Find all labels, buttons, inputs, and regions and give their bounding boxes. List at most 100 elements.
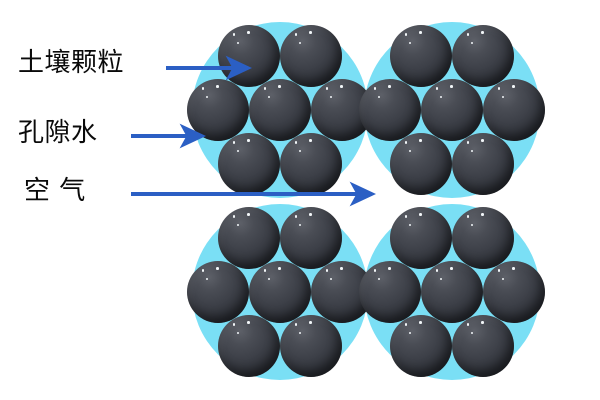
sphere-highlight (512, 85, 515, 88)
sphere-highlight (481, 321, 484, 324)
sphere-highlight (263, 269, 267, 272)
sphere-highlight (294, 141, 298, 144)
sphere-highlight (294, 33, 298, 36)
sphere-highlight (419, 213, 422, 216)
soil-particle-sphere (390, 315, 452, 377)
sphere-highlight (404, 141, 408, 144)
soil-particle-sphere (452, 207, 514, 269)
soil-particle-sphere (390, 207, 452, 269)
sphere-highlight (232, 323, 236, 326)
label-pore-water: 孔隙水 (18, 118, 98, 148)
soil-particle-sphere (452, 133, 514, 195)
sphere-highlight (466, 215, 470, 218)
sphere-highlight (325, 87, 329, 90)
sphere-highlight (298, 332, 301, 335)
sphere-highlight (216, 267, 219, 270)
sphere-highlight (232, 141, 236, 144)
sphere-highlight (298, 150, 301, 153)
sphere-highlight (236, 332, 239, 335)
sphere-highlight (466, 33, 470, 36)
soil-particle-sphere (483, 261, 545, 323)
soil-particle-sphere (280, 315, 342, 377)
soil-particle-sphere (280, 25, 342, 87)
sphere-highlight (216, 85, 219, 88)
sphere-highlight (298, 42, 301, 45)
sphere-highlight (236, 42, 239, 45)
sphere-highlight (236, 224, 239, 227)
sphere-highlight (236, 150, 239, 153)
sphere-highlight (247, 139, 250, 142)
soil-particle-sphere (421, 79, 483, 141)
sphere-highlight (201, 269, 205, 272)
sphere-highlight (205, 278, 208, 281)
label-soil-particle: 土壤颗粒 (18, 48, 125, 78)
sphere-highlight (263, 87, 267, 90)
soil-particle-sphere (280, 133, 342, 195)
sphere-highlight (325, 269, 329, 272)
sphere-highlight (388, 85, 391, 88)
sphere-highlight (481, 139, 484, 142)
sphere-highlight (373, 87, 377, 90)
sphere-highlight (340, 267, 343, 270)
sphere-highlight (419, 31, 422, 34)
sphere-highlight (470, 150, 473, 153)
sphere-highlight (481, 31, 484, 34)
sphere-highlight (404, 33, 408, 36)
sphere-highlight (377, 96, 380, 99)
sphere-highlight (470, 332, 473, 335)
sphere-highlight (232, 33, 236, 36)
sphere-highlight (408, 224, 411, 227)
sphere-highlight (404, 323, 408, 326)
soil-particle-sphere (390, 133, 452, 195)
sphere-highlight (247, 321, 250, 324)
sphere-highlight (329, 278, 332, 281)
sphere-highlight (481, 213, 484, 216)
sphere-highlight (435, 269, 439, 272)
sphere-highlight (309, 139, 312, 142)
sphere-highlight (419, 139, 422, 142)
soil-particle-sphere (249, 79, 311, 141)
sphere-highlight (278, 85, 281, 88)
sphere-highlight (450, 85, 453, 88)
sphere-highlight (329, 96, 332, 99)
sphere-highlight (470, 224, 473, 227)
sphere-highlight (435, 87, 439, 90)
sphere-highlight (512, 267, 515, 270)
sphere-highlight (388, 267, 391, 270)
sphere-highlight (501, 278, 504, 281)
sphere-highlight (267, 96, 270, 99)
soil-particle-sphere (280, 207, 342, 269)
sphere-highlight (309, 31, 312, 34)
sphere-highlight (201, 87, 205, 90)
sphere-highlight (497, 87, 501, 90)
soil-particle-sphere (452, 25, 514, 87)
sphere-highlight (377, 278, 380, 281)
soil-particle-sphere (359, 261, 421, 323)
sphere-highlight (470, 42, 473, 45)
sphere-highlight (309, 213, 312, 216)
soil-particle-sphere (187, 79, 249, 141)
soil-particle-sphere (359, 79, 421, 141)
sphere-highlight (232, 215, 236, 218)
sphere-highlight (309, 321, 312, 324)
sphere-highlight (373, 269, 377, 272)
soil-particle-sphere (483, 79, 545, 141)
sphere-highlight (466, 141, 470, 144)
soil-particle-sphere (187, 261, 249, 323)
sphere-highlight (501, 96, 504, 99)
sphere-highlight (408, 332, 411, 335)
sphere-highlight (205, 96, 208, 99)
sphere-highlight (408, 42, 411, 45)
sphere-highlight (439, 278, 442, 281)
sphere-highlight (497, 269, 501, 272)
sphere-highlight (298, 224, 301, 227)
soil-particle-sphere (218, 25, 280, 87)
sphere-highlight (439, 96, 442, 99)
soil-particle-sphere (218, 133, 280, 195)
soil-particle-sphere (452, 315, 514, 377)
soil-particle-sphere (218, 315, 280, 377)
sphere-highlight (408, 150, 411, 153)
soil-particle-sphere (218, 207, 280, 269)
sphere-highlight (404, 215, 408, 218)
